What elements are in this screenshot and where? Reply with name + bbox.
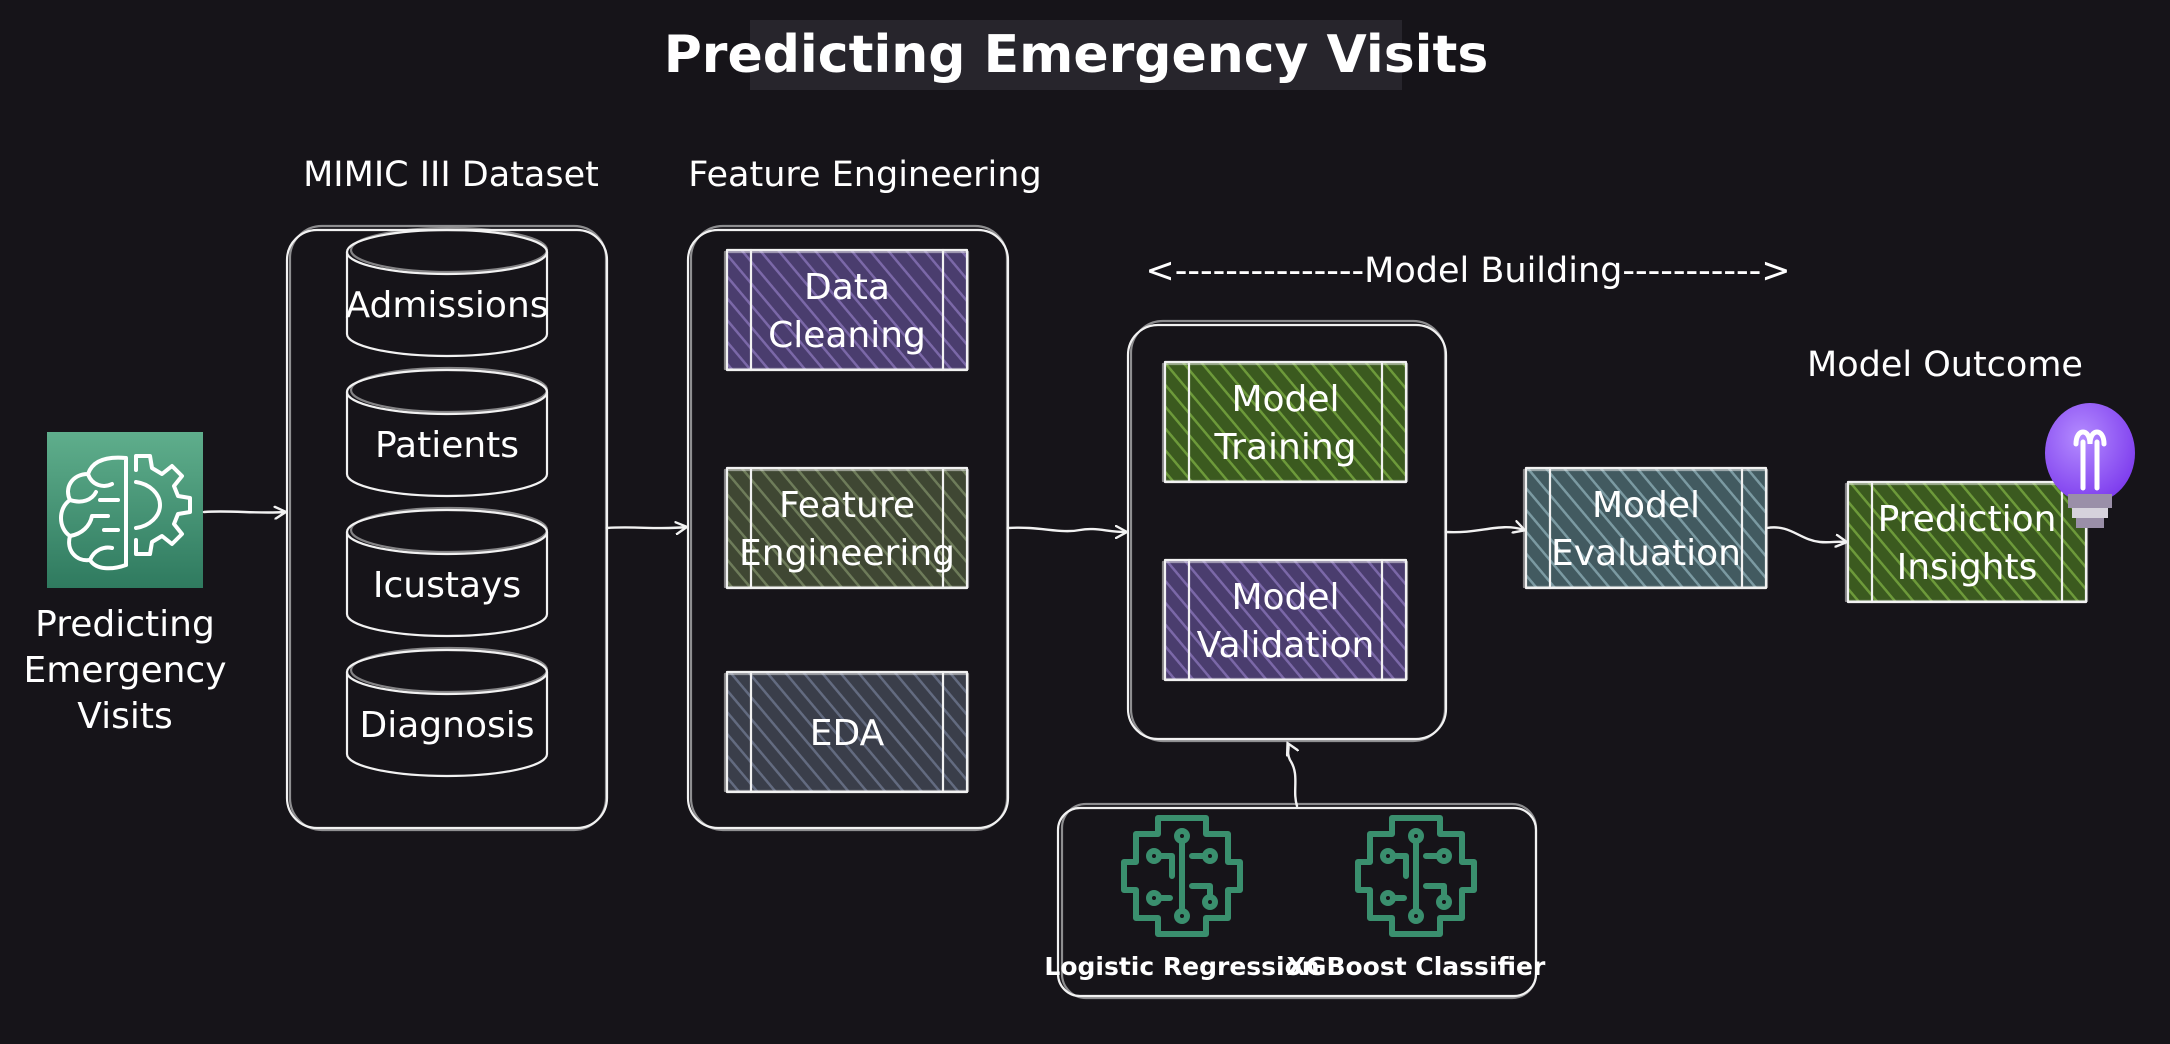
algorithms-container <box>1056 802 1538 1000</box>
feature-step-eda-label-line: EDA <box>810 713 885 754</box>
page-title: Predicting Emergency Visits <box>664 25 1489 85</box>
brain-gear-icon <box>59 454 192 571</box>
dataset-label: Admissions <box>345 285 548 326</box>
model-step-model-training-label-line: Model <box>1231 379 1339 420</box>
dataset-section-label: MIMIC III Dataset <box>303 155 599 195</box>
prediction-insights-box-label-line: Insights <box>1897 547 2038 588</box>
algorithm-xgboost-classifier: XGBoost Classifier <box>1287 815 1546 981</box>
feature-step-eda: EDA <box>723 670 970 794</box>
arrow-model-to-evaluation <box>1444 527 1524 532</box>
dataset-label: Diagnosis <box>360 705 535 746</box>
lightbulb-icon <box>2045 403 2135 528</box>
source-node: Predicting Emergency Visits <box>23 432 227 737</box>
algorithm-label: XGBoost Classifier <box>1287 952 1546 981</box>
ml-chip-icon <box>1121 815 1243 937</box>
feature-step-data-cleaning-label-line: Cleaning <box>768 315 926 356</box>
model-building-section-label: <---------------Model Building----------… <box>1145 251 1790 291</box>
source-label-line-2: Emergency <box>23 650 226 691</box>
connectors <box>202 511 1846 808</box>
algorithm-logistic-regression: Logistic Regression <box>1044 815 1320 981</box>
dataset-label: Icustays <box>373 565 521 606</box>
feature-step-feature-engineering-label-line: Engineering <box>739 533 955 574</box>
arrow-source-to-dataset <box>202 511 285 512</box>
model-step-model-training-label-line: Training <box>1213 427 1356 468</box>
title-background <box>750 20 1402 90</box>
dataset-icustays: Icustays <box>345 506 549 638</box>
algorithm-label: Logistic Regression <box>1044 952 1319 981</box>
dataset-patients: Patients <box>345 366 549 498</box>
model-step-model-validation-label-line: Validation <box>1197 625 1375 666</box>
dataset-admissions: Admissions <box>345 226 549 358</box>
arrow-feature-to-model <box>1006 528 1126 532</box>
dataset-label: Patients <box>375 425 519 466</box>
title-block: Predicting Emergency Visits <box>664 20 1489 90</box>
feature-section-label: Feature Engineering <box>688 155 1041 195</box>
model-evaluation-box-label-line: Evaluation <box>1551 533 1741 574</box>
algorithms-container-border-sketch <box>1060 802 1538 1000</box>
feature-step-data-cleaning-label-line: Data <box>804 267 890 308</box>
source-label-line-1: Predicting <box>35 604 215 645</box>
dataset-diagnosis: Diagnosis <box>345 646 549 778</box>
source-label-line-3: Visits <box>77 696 172 737</box>
model-evaluation-box-label-line: Model <box>1592 485 1700 526</box>
arrow-algorithms-to-model <box>1288 744 1297 808</box>
arrow-evaluation-to-outcome <box>1765 526 1846 542</box>
model-step-model-validation-label-line: Model <box>1231 577 1339 618</box>
prediction-insights-box-label-line: Prediction <box>1878 499 2057 540</box>
feature-step-feature-engineering-label-line: Feature <box>779 485 915 526</box>
ml-chip-icon <box>1355 815 1477 937</box>
outcome-section-label: Model Outcome <box>1807 345 2083 385</box>
arrow-dataset-to-feature <box>605 527 686 528</box>
